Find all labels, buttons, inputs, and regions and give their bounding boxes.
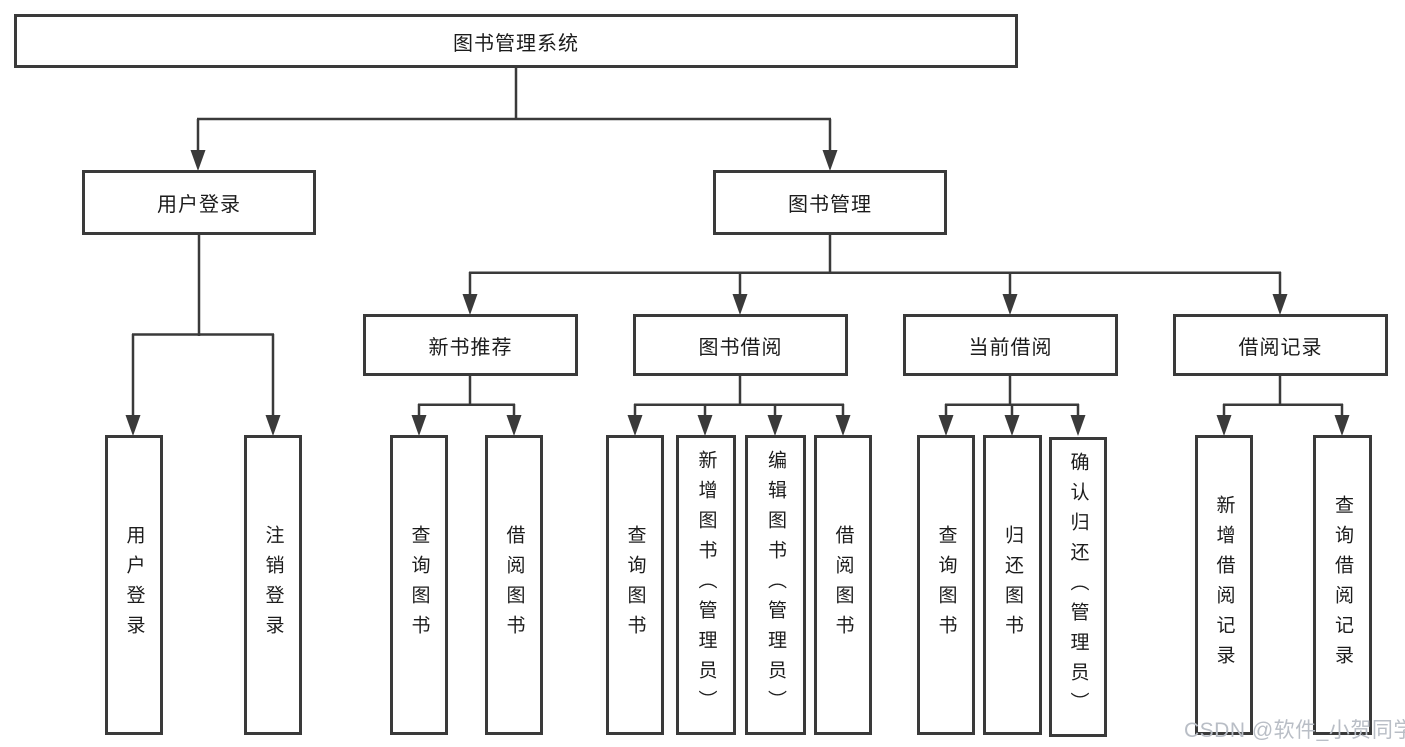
leaf-logout-label: 注销登录 — [262, 525, 284, 645]
leaf-add-borrow-record-label: 新增借阅记录 — [1213, 495, 1235, 675]
node-root-label: 图书管理系统 — [453, 32, 579, 55]
leaf-add-borrow-record: 新增借阅记录 — [1195, 435, 1253, 735]
leaf-query-books-current-label: 查询图书 — [935, 525, 957, 645]
arrowhead — [1272, 294, 1288, 315]
node-new-book-recommend: 新书推荐 — [363, 314, 578, 376]
leaf-query-books-current: 查询图书 — [917, 435, 975, 735]
leaf-add-book-admin-label: 新增图书（管理员） — [695, 450, 717, 720]
leaf-query-books-borrowing-label: 查询图书 — [624, 525, 646, 645]
node-user-login-label: 用户登录 — [157, 194, 241, 216]
arrowhead — [697, 415, 713, 436]
leaf-borrow-books-recommend-label: 借阅图书 — [503, 525, 525, 645]
arrowhead — [767, 415, 783, 436]
leaf-user-login-label: 用户登录 — [123, 525, 145, 645]
leaf-return-book: 归还图书 — [983, 435, 1042, 735]
node-borrowing-records: 借阅记录 — [1173, 314, 1388, 376]
arrowhead — [1002, 294, 1018, 315]
leaf-return-book-label: 归还图书 — [1002, 525, 1023, 645]
leaf-confirm-return-admin: 确认归还（管理员） — [1049, 437, 1107, 737]
node-current-borrowing-label: 当前借阅 — [968, 336, 1053, 359]
arrowhead — [1216, 415, 1232, 436]
arrowhead — [125, 415, 141, 436]
leaf-add-book-admin: 新增图书（管理员） — [676, 435, 736, 735]
node-root: 图书管理系统 — [14, 14, 1018, 68]
arrowhead — [1070, 415, 1086, 436]
leaf-borrow-books-recommend: 借阅图书 — [485, 435, 543, 735]
leaf-query-books-recommend-label: 查询图书 — [408, 525, 430, 645]
leaf-logout: 注销登录 — [244, 435, 302, 735]
leaf-edit-book-admin-label: 编辑图书（管理员） — [765, 450, 786, 720]
node-book-borrowing-label: 图书借阅 — [698, 336, 783, 359]
node-borrowing-records-label: 借阅记录 — [1238, 336, 1323, 359]
arrowhead — [835, 415, 851, 436]
csdn-watermark: CSDN @软件_小贺同学 — [1184, 719, 1405, 742]
node-book-management-label: 图书管理 — [788, 194, 872, 216]
arrowhead — [1334, 415, 1350, 436]
node-current-borrowing: 当前借阅 — [903, 314, 1118, 376]
leaf-edit-book-admin: 编辑图书（管理员） — [745, 435, 806, 735]
leaf-query-borrow-record-label: 查询借阅记录 — [1332, 495, 1353, 675]
arrowhead — [938, 415, 954, 436]
arrowhead — [822, 150, 838, 171]
leaf-borrow-books-borrowing: 借阅图书 — [814, 435, 872, 735]
leaf-user-login: 用户登录 — [105, 435, 163, 735]
arrowhead — [411, 415, 427, 436]
node-book-borrowing: 图书借阅 — [633, 314, 848, 376]
arrowhead — [627, 415, 643, 436]
arrowhead — [1004, 415, 1020, 436]
leaf-query-borrow-record: 查询借阅记录 — [1313, 435, 1372, 735]
leaf-query-books-borrowing: 查询图书 — [606, 435, 664, 735]
arrowhead — [265, 415, 281, 436]
leaf-borrow-books-borrowing-label: 借阅图书 — [832, 525, 854, 645]
arrowhead — [190, 150, 206, 171]
arrowhead — [732, 294, 748, 315]
node-new-book-recommend-label: 新书推荐 — [428, 336, 513, 359]
arrowhead — [462, 294, 478, 315]
connector-path — [131, 68, 1344, 418]
arrowhead — [506, 415, 522, 436]
leaf-confirm-return-admin-label: 确认归还（管理员） — [1067, 452, 1089, 722]
arrowheads — [125, 150, 1350, 436]
node-book-management: 图书管理 — [713, 170, 947, 235]
leaf-query-books-recommend: 查询图书 — [390, 435, 448, 735]
node-user-login: 用户登录 — [82, 170, 316, 235]
